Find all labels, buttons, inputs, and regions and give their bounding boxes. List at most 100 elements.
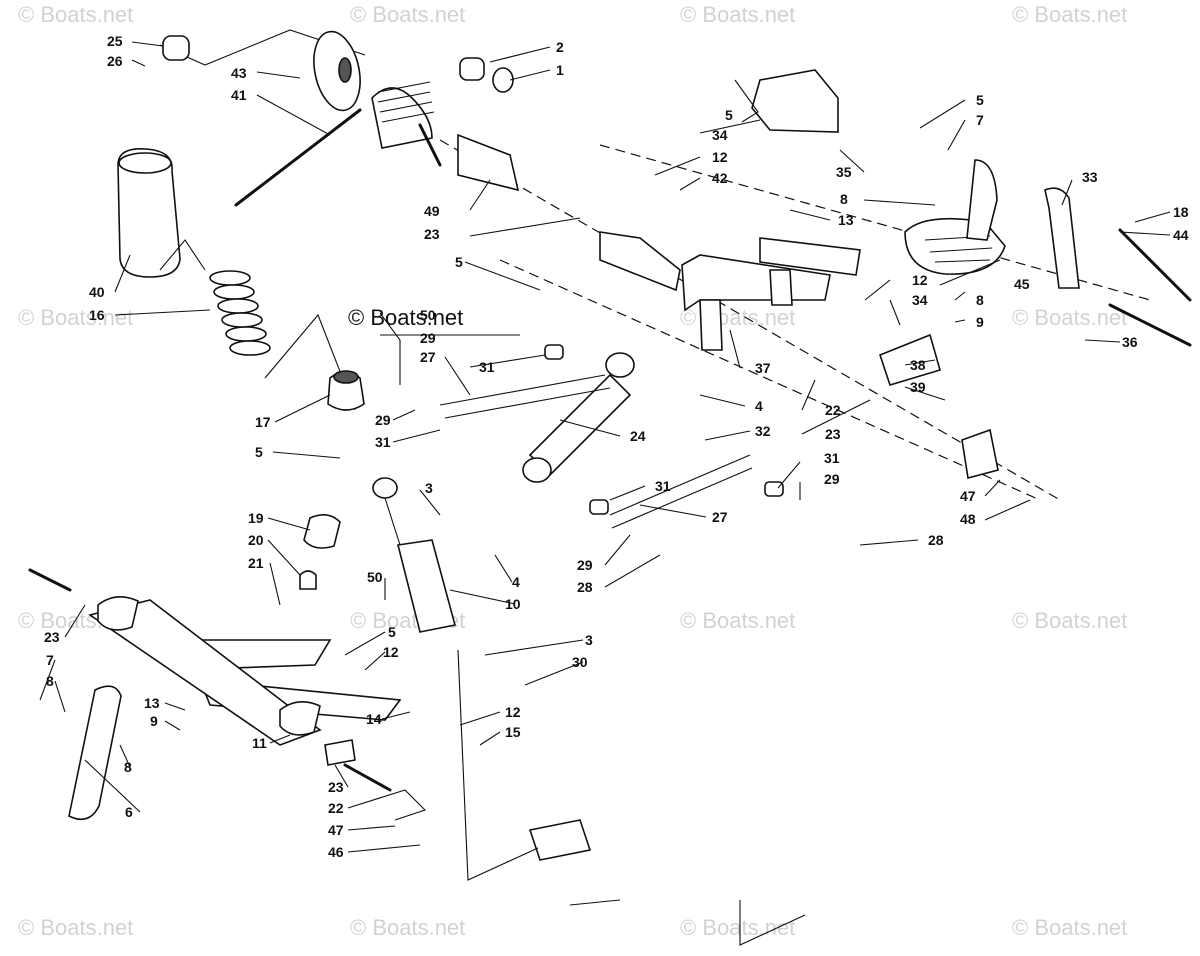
callout-42: 42	[712, 170, 728, 186]
callout-18: 18	[1173, 204, 1189, 220]
callout-5: 5	[255, 444, 263, 460]
callout-25: 25	[107, 33, 123, 49]
callout-28: 28	[928, 532, 944, 548]
callout-3: 3	[425, 480, 433, 496]
callout-21: 21	[248, 555, 264, 571]
callout-15: 15	[505, 724, 521, 740]
callout-31: 31	[479, 359, 495, 375]
callout-23: 23	[44, 629, 60, 645]
callout-38: 38	[910, 357, 926, 373]
callout-6: 6	[125, 804, 133, 820]
callout-29: 29	[420, 330, 436, 346]
callout-31: 31	[655, 478, 671, 494]
callout-40: 40	[89, 284, 105, 300]
callout-50: 50	[420, 307, 436, 323]
callout-31: 31	[824, 450, 840, 466]
callout-14: 14	[366, 711, 382, 727]
callout-33: 33	[1082, 169, 1098, 185]
watermark: © Boats.net	[18, 2, 133, 27]
leader-lines	[39, 41, 1171, 946]
callout-22: 22	[328, 800, 344, 816]
callout-8: 8	[976, 292, 984, 308]
callout-29: 29	[824, 471, 840, 487]
callout-29: 29	[577, 557, 593, 573]
callout-5: 5	[455, 254, 463, 270]
callout-23: 23	[424, 226, 440, 242]
callout-12: 12	[383, 644, 399, 660]
callout-39: 39	[910, 379, 926, 395]
callout-19: 19	[248, 510, 264, 526]
callout-22: 22	[825, 402, 841, 418]
callout-24: 24	[630, 428, 646, 444]
rear-arm-assembly	[457, 69, 1192, 480]
callout-37: 37	[755, 360, 771, 376]
callout-32: 32	[755, 423, 771, 439]
callout-47: 47	[960, 488, 976, 504]
callout-27: 27	[712, 509, 728, 525]
callout-35: 35	[836, 164, 852, 180]
callout-7: 7	[46, 652, 54, 668]
callout-labels: 25 26 43 41 2 1 5 34 12 42 5 7 35 8 33 4…	[44, 33, 1189, 860]
watermark: © Boats.net	[680, 305, 795, 330]
callout-9: 9	[976, 314, 984, 330]
callout-3: 3	[585, 632, 593, 648]
watermark: © Boats.net	[680, 2, 795, 27]
spring-shock-assembly	[117, 148, 365, 411]
callout-44: 44	[1173, 227, 1189, 243]
callout-9: 9	[150, 713, 158, 729]
watermark: © Boats.net	[1012, 305, 1127, 330]
watermark: © Boats.net	[680, 608, 795, 633]
watermark: © Boats.net	[18, 305, 133, 330]
callout-23: 23	[825, 426, 841, 442]
watermark: © Boats.net	[350, 915, 465, 940]
callout-1: 1	[556, 62, 564, 78]
callout-23: 23	[328, 779, 344, 795]
callout-49: 49	[424, 203, 440, 219]
callout-17: 17	[255, 414, 271, 430]
front-arm-assembly	[28, 477, 592, 861]
watermark: © Boats.net	[18, 915, 133, 940]
callout-50: 50	[367, 569, 383, 585]
callout-28: 28	[577, 579, 593, 595]
callout-45: 45	[1014, 276, 1030, 292]
callout-10: 10	[505, 596, 521, 612]
callout-12: 12	[912, 272, 928, 288]
callout-31: 31	[375, 434, 391, 450]
callout-5: 5	[388, 624, 396, 640]
callout-7: 7	[976, 112, 984, 128]
watermark: © Boats.net	[680, 915, 795, 940]
callout-5: 5	[725, 107, 733, 123]
callout-34: 34	[712, 127, 728, 143]
watermark-center: © Boats.net	[348, 305, 463, 330]
callout-11: 11	[252, 735, 267, 751]
callout-29: 29	[375, 412, 391, 428]
callout-27: 27	[420, 349, 436, 365]
callout-2: 2	[556, 39, 564, 55]
callout-46: 46	[328, 844, 344, 860]
callout-4: 4	[512, 574, 520, 590]
idler-wheel-assembly	[159, 29, 514, 207]
callout-30: 30	[572, 654, 588, 670]
watermark: © Boats.net	[1012, 2, 1127, 27]
callout-34: 34	[912, 292, 928, 308]
axes	[439, 139, 1151, 501]
callout-47: 47	[328, 822, 344, 838]
watermark: © Boats.net	[1012, 915, 1127, 940]
callout-5: 5	[976, 92, 984, 108]
callout-36: 36	[1122, 334, 1138, 350]
callout-13: 13	[144, 695, 160, 711]
callout-12: 12	[505, 704, 521, 720]
callout-43: 43	[231, 65, 247, 81]
callout-8: 8	[840, 191, 848, 207]
callout-48: 48	[960, 511, 976, 527]
callout-8: 8	[124, 759, 132, 775]
callout-12: 12	[712, 149, 728, 165]
watermark: © Boats.net	[350, 2, 465, 27]
callout-16: 16	[89, 307, 105, 323]
callout-20: 20	[248, 532, 264, 548]
callout-8: 8	[46, 673, 54, 689]
callout-26: 26	[107, 53, 123, 69]
callout-41: 41	[231, 87, 247, 103]
watermarks: © Boats.net © Boats.net © Boats.net © Bo…	[18, 2, 1127, 940]
